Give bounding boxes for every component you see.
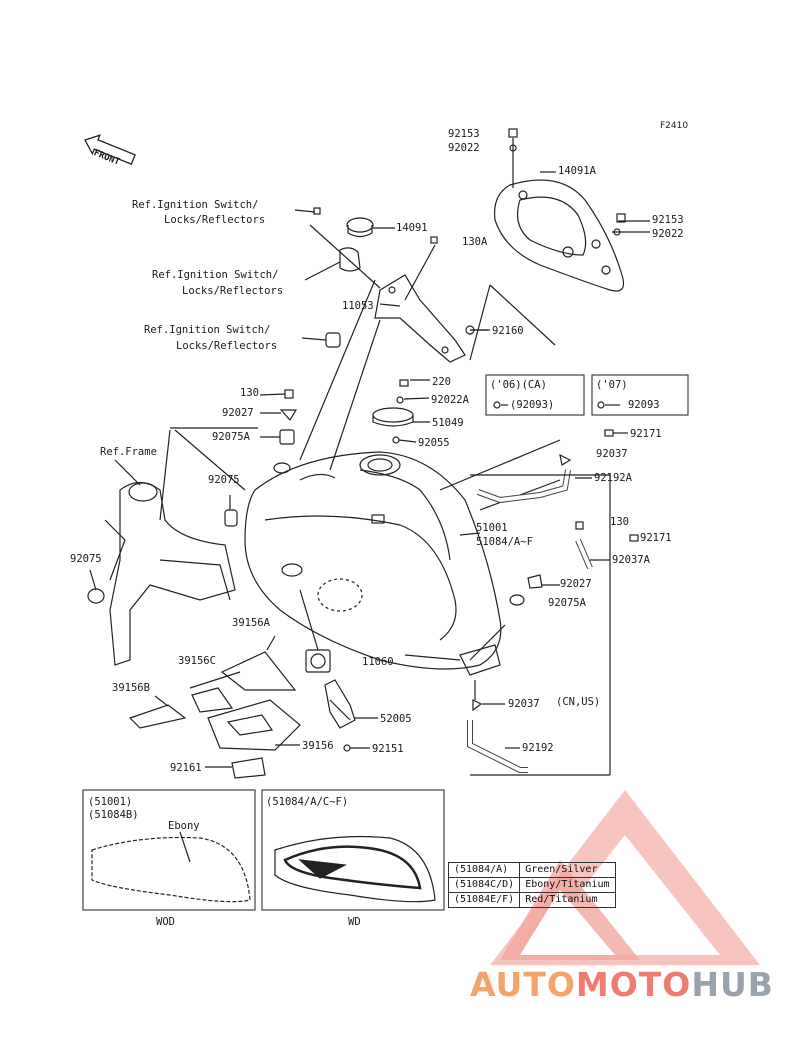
part-39156: 39156 bbox=[302, 740, 334, 752]
watermark-logo-icon bbox=[490, 790, 760, 965]
color-table-row: (51084/A)Green/Silver bbox=[447, 862, 616, 878]
part-92151: 92151 bbox=[372, 743, 404, 755]
variant-07-title: ('07) bbox=[596, 379, 628, 391]
color-table-code: (51084E/F) bbox=[447, 892, 521, 908]
fuel-tank bbox=[244, 451, 502, 670]
ref-ignition-1b: Locks/Reflectors bbox=[164, 214, 266, 226]
figure-code: F2410 bbox=[660, 121, 689, 131]
ref-ignition-2a: Ref.Ignition Switch/ bbox=[152, 269, 279, 281]
part-92027-right: 92027 bbox=[560, 578, 592, 590]
color-table-color: Red/Titanium bbox=[519, 892, 616, 908]
part-92037-a: 92037 bbox=[596, 448, 628, 460]
part-14091A: 14091A bbox=[558, 165, 596, 177]
part-130-left: 130 bbox=[240, 387, 259, 399]
part-92022-top: 92022 bbox=[448, 142, 480, 154]
part-92192: 92192 bbox=[522, 742, 554, 754]
part-130A: 130A bbox=[462, 236, 488, 248]
color-table-code: (51084/A) bbox=[447, 862, 521, 878]
frame-section bbox=[87, 481, 238, 666]
tank-inset-wod bbox=[91, 831, 251, 903]
watermark-auto: AUTO bbox=[470, 965, 576, 1004]
ref-ignition-2b: Locks/Reflectors bbox=[182, 285, 284, 297]
ref-frame: Ref.Frame bbox=[100, 446, 157, 458]
part-92037-b: 92037 bbox=[508, 698, 540, 710]
part-92075A-left: 92075A bbox=[212, 431, 250, 443]
ref-ignition-3b: Locks/Reflectors bbox=[176, 340, 278, 352]
part-92075: 92075 bbox=[208, 474, 240, 486]
inset-left-color: Ebony bbox=[168, 820, 200, 832]
front-arrow-icon bbox=[84, 134, 136, 165]
inset-left-line1: (51001) bbox=[88, 796, 133, 808]
watermark-moto: MOTO bbox=[575, 965, 692, 1004]
part-92022-right: 92022 bbox=[652, 228, 684, 240]
color-table-color: Green/Silver bbox=[519, 862, 616, 878]
variant-07-part: 92093 bbox=[628, 399, 660, 411]
part-39156A: 39156A bbox=[232, 617, 270, 629]
part-92160: 92160 bbox=[492, 325, 524, 337]
variant-06-ca-part: (92093) bbox=[510, 399, 555, 411]
part-11060: 11060 bbox=[362, 656, 394, 668]
ref-ignition-1a: Ref.Ignition Switch/ bbox=[132, 199, 259, 211]
part-14091: 14091 bbox=[396, 222, 428, 234]
part-92055: 92055 bbox=[418, 437, 450, 449]
part-92022A: 92022A bbox=[431, 394, 469, 406]
inset-left-caption: WOD bbox=[156, 916, 175, 928]
part-92171-b: 92171 bbox=[640, 532, 672, 544]
inset-left-line2: (51084B) bbox=[88, 809, 139, 821]
part-51001: 51001 bbox=[476, 522, 508, 534]
part-92161: 92161 bbox=[170, 762, 202, 774]
part-92153-right: 92153 bbox=[652, 214, 684, 226]
part-220: 220 bbox=[432, 376, 451, 388]
part-92192A: 92192A bbox=[594, 472, 632, 484]
part-130-right: 130 bbox=[610, 516, 629, 528]
pads bbox=[128, 651, 301, 779]
inset-right-caption: WD bbox=[348, 916, 361, 928]
part-52005: 52005 bbox=[380, 713, 412, 725]
part-92037-note: (CN,US) bbox=[556, 696, 601, 708]
watermark-hub: HUB bbox=[691, 965, 774, 1004]
part-39156C: 39156C bbox=[178, 655, 216, 667]
part-92153-top: 92153 bbox=[448, 128, 480, 140]
variant-06-ca-title: ('06)(CA) bbox=[490, 379, 547, 391]
color-table-code: (51084C/D) bbox=[447, 877, 521, 893]
part-92027-left: 92027 bbox=[222, 407, 254, 419]
color-table: (51084/A)Green/Silver(51084C/D)Ebony/Tit… bbox=[447, 862, 616, 908]
part-51084: 51084/A~F bbox=[476, 536, 533, 548]
part-92075A-right: 92075A bbox=[548, 597, 586, 609]
part-39156B: 39156B bbox=[112, 682, 150, 694]
tank-inset-wd bbox=[274, 835, 436, 903]
inset-right-line1: (51084/A/C~F) bbox=[266, 796, 349, 808]
color-table-row: (51084E/F)Red/Titanium bbox=[447, 892, 616, 908]
part-11053: 11053 bbox=[342, 300, 374, 312]
watermark-text: AUTOMOTOHUB bbox=[470, 965, 800, 1005]
part-92037A: 92037A bbox=[612, 554, 650, 566]
ref-ignition-3a: Ref.Ignition Switch/ bbox=[144, 324, 271, 336]
part-92171-a: 92171 bbox=[630, 428, 662, 440]
color-table-row: (51084C/D)Ebony/Titanium bbox=[447, 877, 616, 893]
console-cover bbox=[493, 138, 650, 292]
color-table-color: Ebony/Titanium bbox=[519, 877, 616, 893]
part-51049: 51049 bbox=[432, 417, 464, 429]
part-92075-left: 92075 bbox=[70, 553, 102, 565]
